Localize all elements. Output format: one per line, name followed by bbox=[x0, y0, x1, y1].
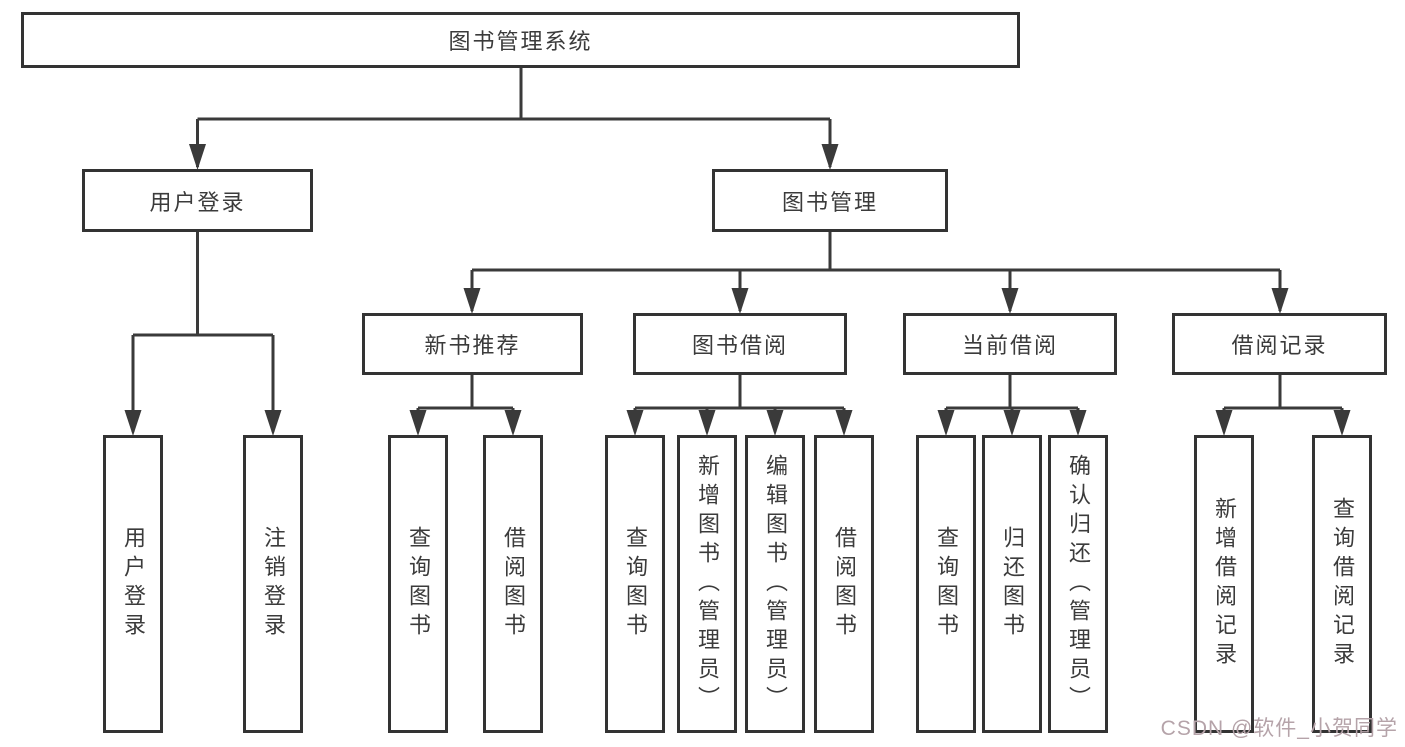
leaf-confirm-return-admin: 确认归还（管理员） bbox=[1048, 435, 1108, 733]
connector-user-login-branch bbox=[131, 232, 275, 432]
arrowheads bbox=[124, 144, 1351, 436]
leaf-user-login: 用户登录 bbox=[103, 435, 163, 733]
node-borrow-record: 借阅记录 bbox=[1172, 313, 1387, 375]
leaf-edit-book-admin: 编辑图书（管理员） bbox=[745, 435, 805, 733]
leaf-add-book-admin: 新增图书（管理员） bbox=[677, 435, 737, 733]
connector-new-book-group bbox=[416, 375, 515, 432]
connector-borrow-record-group bbox=[1222, 375, 1344, 432]
leaf-query-book-2: 查询图书 bbox=[605, 435, 665, 733]
leaf-query-book-3: 查询图书 bbox=[916, 435, 976, 733]
node-current-borrow: 当前借阅 bbox=[903, 313, 1117, 375]
connector-book-mgmt-branch bbox=[470, 232, 1282, 311]
node-book-management: 图书管理 bbox=[712, 169, 948, 232]
leaf-add-borrow-record: 新增借阅记录 bbox=[1194, 435, 1254, 733]
node-book-borrow: 图书借阅 bbox=[633, 313, 847, 375]
leaf-borrow-book-1: 借阅图书 bbox=[483, 435, 543, 733]
csdn-watermark: CSDN @软件_小贺同学 bbox=[1160, 717, 1398, 740]
leaf-query-borrow-record: 查询借阅记录 bbox=[1312, 435, 1372, 733]
leaf-query-book-1: 查询图书 bbox=[388, 435, 448, 733]
node-root-library-system: 图书管理系统 bbox=[21, 12, 1020, 68]
leaf-borrow-book-2: 借阅图书 bbox=[814, 435, 874, 733]
connector-root bbox=[196, 68, 832, 167]
node-new-book-recommend: 新书推荐 bbox=[362, 313, 583, 375]
connector-book-borrow-group bbox=[633, 375, 846, 432]
node-user-login: 用户登录 bbox=[82, 169, 313, 232]
leaf-return-book: 归还图书 bbox=[982, 435, 1042, 733]
leaf-logout: 注销登录 bbox=[243, 435, 303, 733]
